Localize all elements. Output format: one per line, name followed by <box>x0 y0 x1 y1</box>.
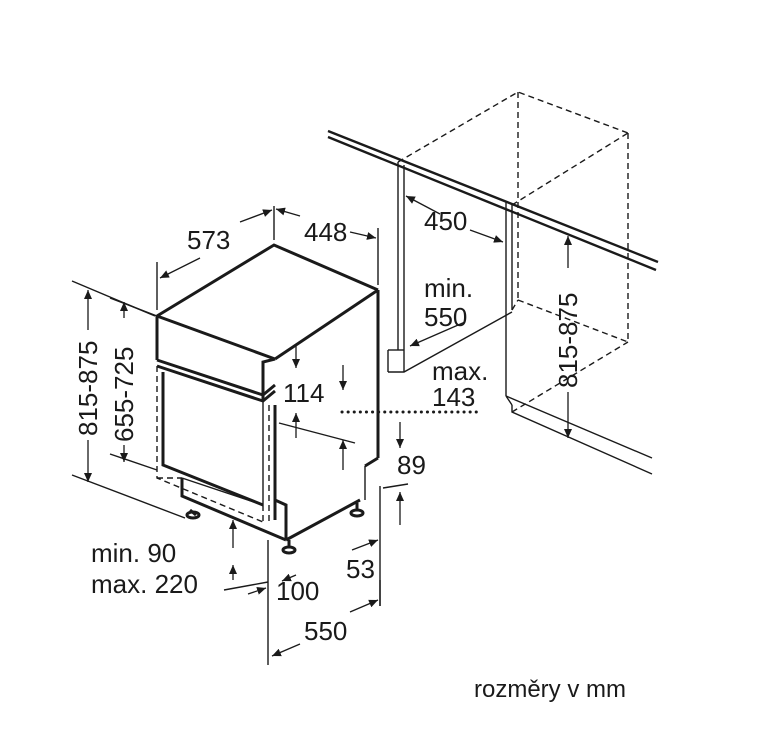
label-foot-53: 53 <box>346 554 375 584</box>
label-niche-min: min. <box>424 273 473 303</box>
label-height-815-875: 815-875 <box>73 341 103 436</box>
dishwasher-dashed-outline <box>156 366 270 523</box>
niche-dashed-volume <box>397 91 629 413</box>
dishwasher-dimension-lines <box>71 206 482 665</box>
label-foot-89: 89 <box>397 450 426 480</box>
label-width-448: 448 <box>304 217 347 247</box>
label-panel-114: 114 <box>283 378 324 408</box>
dishwasher-body <box>155 243 380 555</box>
label-depth-573: 573 <box>187 225 230 255</box>
label-depth-550: 550 <box>304 616 347 646</box>
label-depth-100: 100 <box>276 576 319 606</box>
niche-outline <box>327 129 659 475</box>
label-max: max. <box>432 356 488 386</box>
label-niche-height-815-875: 815-875 <box>553 293 583 388</box>
label-plinth-max-220: max. 220 <box>91 569 198 599</box>
niche-dimension-arrows <box>405 195 572 438</box>
caption-units: rozměry v mm <box>474 676 626 703</box>
label-height-655-725: 655-725 <box>109 347 139 442</box>
label-plinth-min-90: min. 90 <box>91 538 176 568</box>
label-niche-width-450: 450 <box>424 206 467 236</box>
label-max-143: 143 <box>432 382 475 412</box>
label-niche-min-550: 550 <box>424 302 467 332</box>
